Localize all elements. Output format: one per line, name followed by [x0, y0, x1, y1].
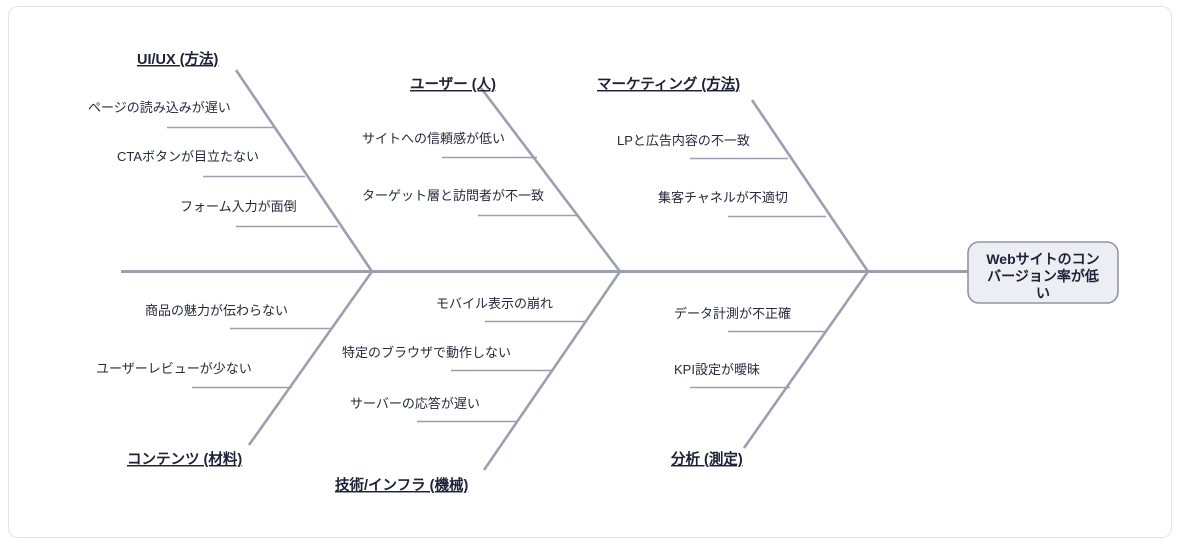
category-branch-tech-infra[interactable]: 技術/インフラ (機械) モバイル表示の崩れ 特定のブラウザで動作しない サーバ… [335, 270, 622, 495]
effect-label-line-0: Webサイトのコン [986, 251, 1099, 267]
cause-label-marketing-1: 集客チャネルが不適切 [658, 190, 788, 205]
effect-label-line-2: い [1036, 285, 1050, 301]
bone-ui-ux [234, 69, 374, 273]
cause-label-user-0: サイトへの信頼感が低い [362, 131, 505, 146]
cause-label-tech-infra-2: サーバーの応答が遅い [350, 396, 480, 411]
cause-label-content-1: ユーザーレビューが少ない [96, 361, 252, 376]
cause-label-analytics-1: KPI設定が曖昧 [674, 362, 760, 377]
category-label-user: ユーザー (人) [410, 76, 496, 93]
effect-head-box[interactable]: Webサイトのコン バージョン率が低 い [967, 241, 1119, 304]
category-label-analytics: 分析 (測定) [670, 450, 743, 468]
category-branch-ui-ux[interactable]: UI/UX (方法) ページの読み込みが遅い CTAボタンが目立たない フォーム… [88, 50, 374, 273]
bone-tech-infra [482, 270, 622, 471]
category-label-marketing: マーケティング (方法) [597, 75, 740, 93]
effect-label-line-1: バージョン率が低 [987, 268, 1099, 284]
category-label-tech-infra: 技術/インフラ (機械) [335, 476, 468, 494]
cause-label-ui-ux-2: フォーム入力が面倒 [180, 199, 297, 214]
cause-label-content-0: 商品の魅力が伝わらない [145, 303, 288, 318]
effect-box-rect [967, 241, 1119, 304]
cause-label-tech-infra-1: 特定のブラウザで動作しない [342, 345, 511, 360]
cause-label-tech-infra-0: モバイル表示の崩れ [436, 296, 553, 311]
category-label-ui-ux: UI/UX (方法) [137, 50, 219, 68]
category-branch-analytics[interactable]: 分析 (測定) データ計測が不正確 KPI設定が曖昧 [670, 270, 870, 469]
cause-label-ui-ux-1: CTAボタンが目立たない [117, 149, 259, 164]
cause-label-user-1: ターゲット層と訪問者が不一致 [362, 188, 544, 203]
cause-label-ui-ux-0: ページの読み込みが遅い [88, 100, 231, 115]
cause-label-analytics-0: データ計測が不正確 [674, 306, 791, 321]
cause-label-marketing-0: LPと広告内容の不一致 [617, 133, 750, 148]
bone-marketing [750, 99, 870, 273]
category-label-content: コンテンツ (材料) [127, 450, 242, 468]
bone-content [247, 270, 374, 446]
category-branch-content[interactable]: コンテンツ (材料) 商品の魅力が伝わらない ユーザーレビューが少ない [96, 270, 374, 469]
category-branch-marketing[interactable]: マーケティング (方法) LPと広告内容の不一致 集客チャネルが不適切 [597, 75, 870, 273]
bone-analytics [742, 270, 870, 449]
category-branch-user[interactable]: ユーザー (人) サイトへの信頼感が低い ターゲット層と訪問者が不一致 [362, 76, 622, 273]
bone-user [479, 87, 622, 273]
